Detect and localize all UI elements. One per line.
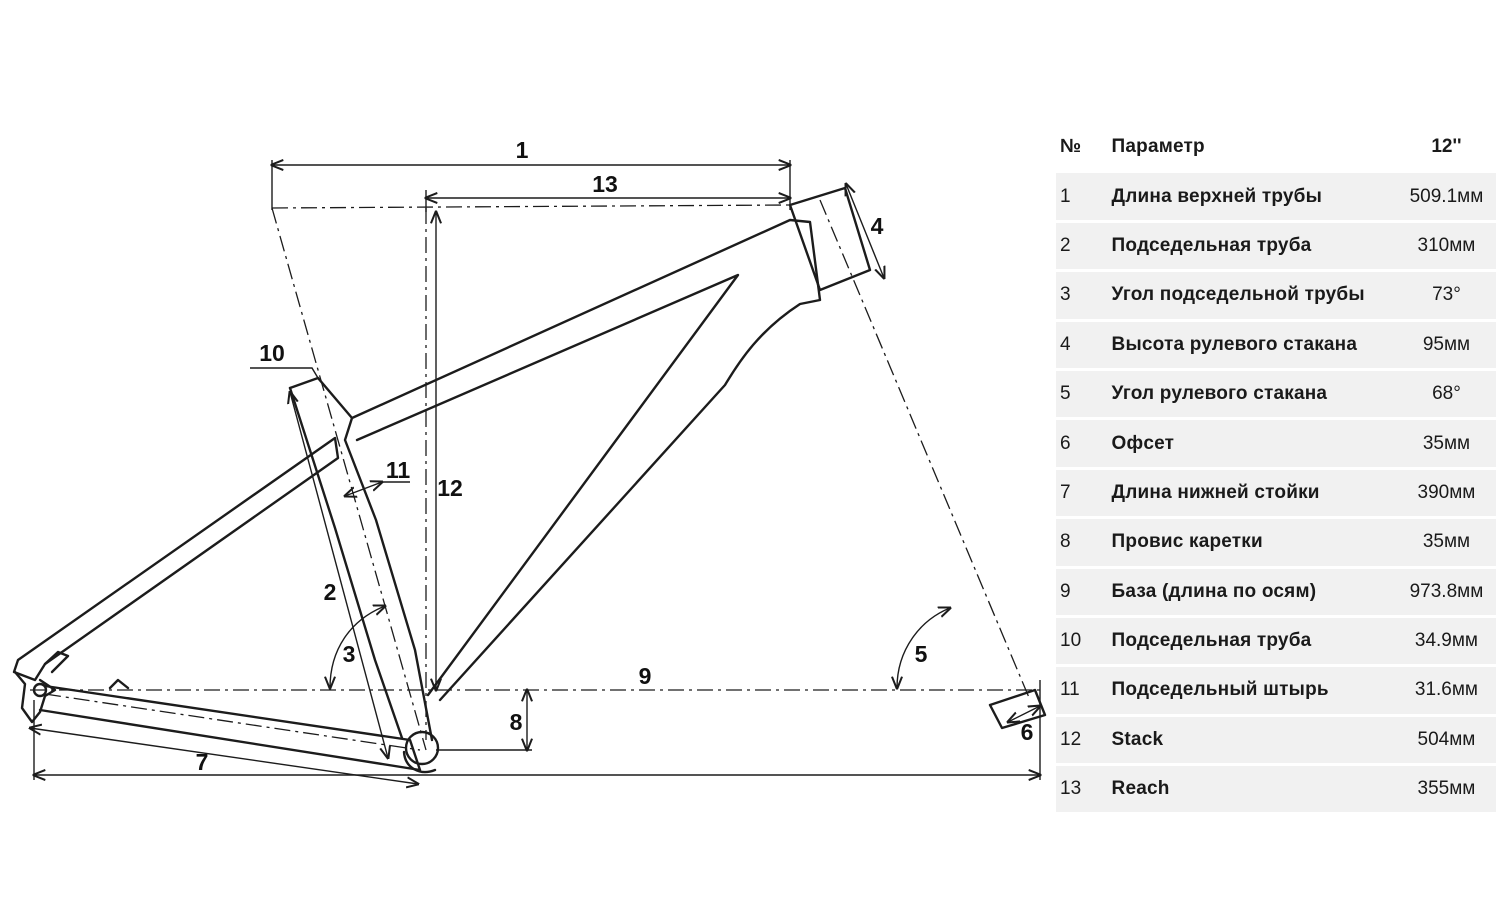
header-num: № (1060, 136, 1082, 158)
header-size: 12'' (1431, 136, 1462, 158)
table-row: 13 Reach 355мм (1056, 766, 1496, 816)
fork-bottom (988, 688, 1047, 730)
table-row: 12 Stack 504мм (1056, 716, 1496, 767)
label-1: 1 (516, 137, 529, 163)
row-param: Высота рулевого стакана (1111, 333, 1358, 355)
frame-geometry-diagram: 1 13 4 10 11 12 2 3 5 9 8 6 7 (12, 137, 1047, 900)
center-lines (30, 199, 1040, 751)
row-param: Угол рулевого стакана (1111, 383, 1328, 405)
row-param: Угол подседельной трубы (1111, 284, 1365, 306)
label-11: 11 (386, 457, 411, 483)
steering-axis (819, 199, 1031, 701)
seat-tube (288, 376, 434, 742)
label-12: 12 (437, 475, 463, 501)
table-row: 7 Длина нижней стойки 390мм (1056, 469, 1496, 520)
table-row: 9 База (длина по осям) 973.8мм (1056, 568, 1496, 618)
dropout-tab (43, 650, 70, 674)
label-3: 3 (343, 641, 356, 667)
table-row: 8 Провис каретки 35мм (1056, 519, 1496, 569)
label-9: 9 (639, 663, 652, 689)
row-param: Подседельный штырь (1111, 679, 1329, 701)
row-num: 13 (1060, 778, 1082, 800)
row-param: Stack (1111, 728, 1164, 750)
top-tube (350, 218, 822, 702)
label-7: 7 (196, 749, 209, 775)
top-reference-line (271, 204, 791, 209)
row-param: Длина нижней стойки (1111, 481, 1320, 503)
row-num: 9 (1060, 580, 1071, 602)
row-param: База (длина по осям) (1111, 580, 1317, 602)
table-row: 11 Подседельный штырь 31.6мм (1056, 667, 1496, 717)
chainstay-axis (44, 693, 421, 751)
row-value: 68° (1432, 383, 1461, 405)
row-num: 4 (1060, 333, 1071, 355)
table-row: 5 Угол рулевого стакана 68° (1056, 370, 1496, 421)
table-row: 6 Офсет 35мм (1056, 420, 1496, 470)
label-8: 8 (510, 709, 523, 735)
row-value: 310мм (1417, 234, 1476, 256)
table-row: 3 Угол подседельной трубы 73° (1056, 272, 1496, 322)
row-value: 73° (1432, 284, 1461, 306)
table-row: 1 Длина верхней трубы 509.1мм (1056, 173, 1496, 223)
row-num: 6 (1060, 432, 1071, 454)
geometry-table: № Параметр 12'' 1 Длина верхней трубы 509.… (1056, 124, 1496, 816)
table-row: 10 Подседельная труба 34.9мм (1056, 617, 1496, 668)
row-param: Офсет (1111, 432, 1175, 454)
row-num: 11 (1060, 679, 1080, 701)
rear-dropout (13, 670, 57, 724)
label-5: 5 (915, 641, 928, 667)
row-num: 12 (1060, 728, 1082, 750)
head-tube (788, 186, 872, 292)
cable-guide (108, 678, 130, 690)
label-6: 6 (1021, 719, 1034, 745)
row-param: Провис каретки (1111, 531, 1263, 553)
top-tube-lower-edge (355, 273, 740, 697)
row-param: Подседельная труба (1111, 630, 1312, 652)
label-13: 13 (592, 171, 618, 197)
row-value: 355мм (1417, 778, 1476, 800)
label-2: 2 (324, 579, 337, 605)
row-value: 31.6мм (1414, 679, 1478, 701)
row-value: 34.9мм (1414, 630, 1478, 652)
row-num: 10 (1060, 630, 1082, 652)
dimension-labels: 1 13 4 10 11 12 2 3 5 9 8 6 7 (196, 137, 1034, 775)
seat-stay (12, 436, 340, 682)
row-num: 8 (1060, 531, 1071, 553)
row-num: 7 (1060, 481, 1071, 503)
row-param: Длина верхней трубы (1111, 185, 1323, 207)
label-10: 10 (259, 340, 285, 366)
row-value: 504мм (1417, 728, 1476, 750)
table-row: 4 Высота рулевого стакана 95мм (1056, 321, 1496, 371)
seat-tube-axis (271, 207, 427, 751)
row-value: 509.1мм (1409, 185, 1484, 207)
header-param: Параметр (1111, 136, 1205, 158)
row-value: 390мм (1417, 481, 1476, 503)
row-value: 95мм (1422, 333, 1471, 355)
row-value: 973.8мм (1409, 580, 1484, 602)
row-value: 35мм (1422, 531, 1471, 553)
bike-frame (12, 186, 1047, 774)
row-num: 2 (1060, 234, 1071, 256)
row-value: 35мм (1422, 432, 1471, 454)
row-num: 5 (1060, 383, 1071, 405)
table-row: 2 Подседельная труба 310мм (1056, 222, 1496, 273)
label-4: 4 (871, 213, 884, 239)
dimension-lines (30, 160, 1040, 784)
row-num: 1 (1060, 185, 1071, 207)
row-param: Подседельная труба (1111, 234, 1312, 256)
row-param: Reach (1111, 778, 1170, 800)
table-header: № Параметр 12'' (1056, 124, 1496, 174)
row-num: 3 (1060, 284, 1071, 306)
